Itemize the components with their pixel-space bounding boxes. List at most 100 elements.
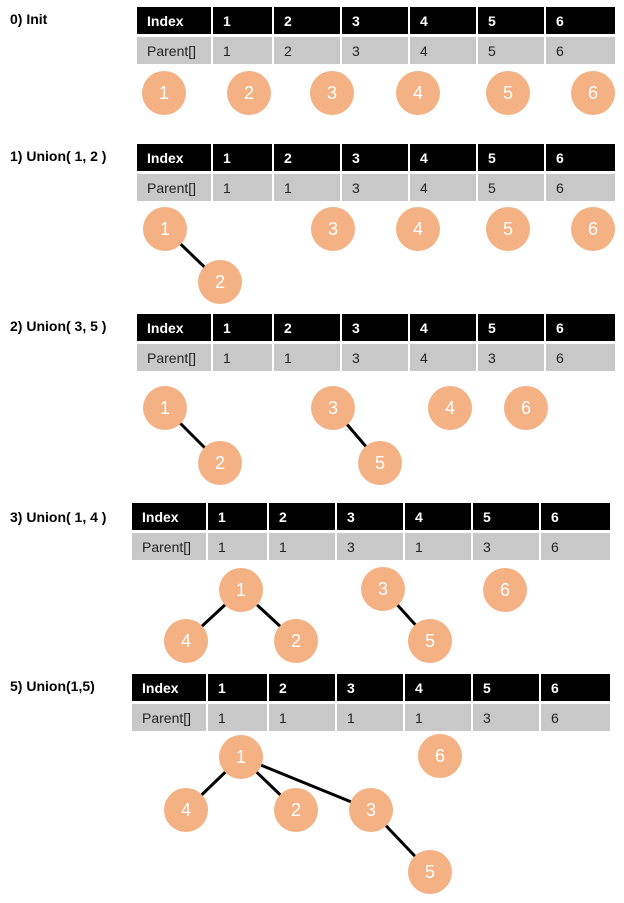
index-row: Index 1 2 3 4 5 6	[132, 674, 610, 704]
index-cell: 2	[274, 7, 342, 37]
step-label: 2) Union( 3, 5 )	[10, 318, 107, 334]
tree-node: 3	[311, 207, 355, 251]
tree-node: 4	[428, 386, 472, 430]
parent-cell: 1	[213, 174, 274, 201]
parent-row: Parent[] 1 1 1 1 3 6	[132, 704, 610, 731]
tree-node: 5	[408, 619, 452, 663]
index-header: Index	[137, 144, 213, 174]
index-row: Index 1 2 3 4 5 6	[137, 314, 615, 344]
tree-node: 5	[486, 71, 530, 115]
step-label: 5) Union(1,5)	[10, 678, 95, 694]
step-label: 1) Union( 1, 2 )	[10, 148, 107, 164]
index-cell: 5	[473, 503, 541, 533]
parent-cell: 1	[337, 704, 405, 731]
index-cell: 2	[274, 314, 342, 344]
index-header: Index	[137, 314, 213, 344]
parent-cell: 6	[546, 174, 615, 201]
tree-node: 3	[349, 788, 393, 832]
parent-table: Index 1 2 3 4 5 6 Parent[] 1 1 3 4 3 6	[137, 314, 615, 371]
tree-node: 6	[571, 71, 615, 115]
tree-node: 6	[504, 386, 548, 430]
index-cell: 6	[541, 674, 610, 704]
parent-cell: 5	[478, 37, 546, 64]
index-cell: 1	[208, 503, 269, 533]
parent-cell: 1	[274, 174, 342, 201]
index-cell: 4	[410, 7, 478, 37]
parent-cell: 3	[473, 533, 541, 560]
index-header: Index	[132, 674, 208, 704]
parent-cell: 6	[541, 704, 610, 731]
index-cell: 6	[546, 7, 615, 37]
parent-cell: 2	[274, 37, 342, 64]
parent-table: Index 1 2 3 4 5 6 Parent[] 1 2 3 4 5 6	[137, 7, 615, 64]
tree-node: 4	[396, 71, 440, 115]
index-cell: 1	[208, 674, 269, 704]
tree-node: 5	[486, 207, 530, 251]
tree-node: 5	[408, 850, 452, 894]
tree-node: 3	[361, 567, 405, 611]
index-cell: 3	[337, 503, 405, 533]
index-cell: 1	[213, 314, 274, 344]
tree-node: 1	[142, 71, 186, 115]
index-row: Index 1 2 3 4 5 6	[137, 144, 615, 174]
tree-node: 2	[198, 260, 242, 304]
parent-cell: 1	[213, 344, 274, 371]
tree-node: 4	[164, 788, 208, 832]
index-cell: 4	[405, 674, 473, 704]
parent-header: Parent[]	[132, 704, 208, 731]
parent-cell: 5	[478, 174, 546, 201]
tree-node: 2	[227, 71, 271, 115]
tree-node: 1	[219, 568, 263, 612]
index-cell: 1	[213, 7, 274, 37]
index-cell: 6	[546, 144, 615, 174]
tree-node: 6	[571, 207, 615, 251]
index-cell: 3	[342, 314, 410, 344]
parent-cell: 1	[405, 533, 473, 560]
parent-table: Index 1 2 3 4 5 6 Parent[] 1 1 3 4 5 6	[137, 144, 615, 201]
parent-header: Parent[]	[137, 344, 213, 371]
tree-node: 1	[219, 735, 263, 779]
parent-table: Index 1 2 3 4 5 6 Parent[] 1 1 3 1 3 6	[132, 503, 610, 560]
parent-cell: 3	[473, 704, 541, 731]
index-cell: 4	[410, 144, 478, 174]
index-cell: 1	[213, 144, 274, 174]
parent-cell: 3	[478, 344, 546, 371]
parent-cell: 4	[410, 344, 478, 371]
index-cell: 6	[546, 314, 615, 344]
parent-cell: 6	[546, 344, 615, 371]
tree-node: 5	[358, 441, 402, 485]
index-cell: 2	[269, 503, 337, 533]
parent-table: Index 1 2 3 4 5 6 Parent[] 1 1 1 1 3 6	[132, 674, 610, 731]
index-cell: 5	[478, 144, 546, 174]
parent-cell: 3	[342, 37, 410, 64]
index-cell: 5	[473, 674, 541, 704]
index-cell: 3	[342, 7, 410, 37]
index-cell: 4	[405, 503, 473, 533]
index-header: Index	[132, 503, 208, 533]
tree-node: 1	[143, 386, 187, 430]
tree-node: 4	[164, 619, 208, 663]
tree-node: 6	[483, 568, 527, 612]
parent-header: Parent[]	[132, 533, 208, 560]
parent-cell: 1	[208, 533, 269, 560]
parent-cell: 1	[269, 533, 337, 560]
tree-node: 3	[311, 386, 355, 430]
index-cell: 3	[337, 674, 405, 704]
tree-node: 6	[418, 734, 462, 778]
parent-cell: 1	[213, 37, 274, 64]
tree-node: 2	[274, 619, 318, 663]
tree-node: 2	[274, 788, 318, 832]
index-cell: 4	[410, 314, 478, 344]
tree-node: 4	[396, 207, 440, 251]
parent-header: Parent[]	[137, 37, 213, 64]
index-cell: 6	[541, 503, 610, 533]
index-cell: 2	[274, 144, 342, 174]
index-row: Index 1 2 3 4 5 6	[137, 7, 615, 37]
index-cell: 5	[478, 314, 546, 344]
tree-node: 1	[143, 207, 187, 251]
parent-cell: 6	[546, 37, 615, 64]
step-label: 3) Union( 1, 4 )	[10, 509, 107, 525]
parent-row: Parent[] 1 1 3 1 3 6	[132, 533, 610, 560]
parent-cell: 6	[541, 533, 610, 560]
parent-cell: 1	[208, 704, 269, 731]
